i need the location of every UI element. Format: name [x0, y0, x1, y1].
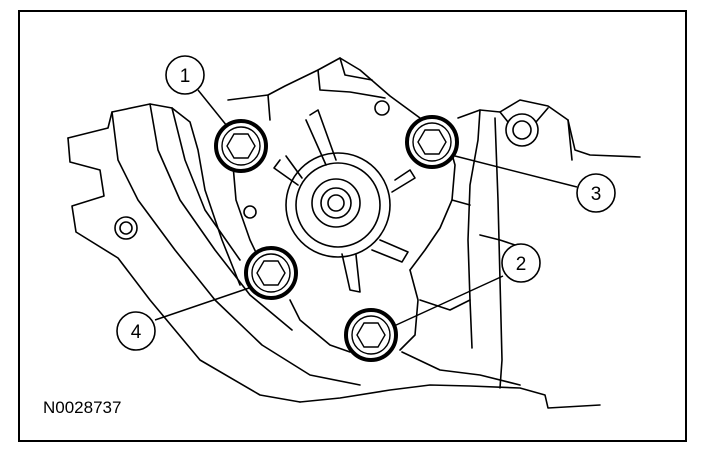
leader-lines — [154, 89, 578, 327]
callout-3: 3 — [576, 173, 616, 213]
callout-number-2: 2 — [516, 254, 527, 275]
figure-id-label: N0028737 — [43, 398, 121, 417]
impeller-hub — [243, 100, 416, 293]
bolt-1 — [214, 119, 268, 173]
bolt-3 — [405, 115, 459, 169]
callout-number-1: 1 — [180, 66, 191, 87]
leader-line-4 — [154, 287, 250, 321]
callout-2: 2 — [501, 243, 541, 283]
callout-number-4: 4 — [131, 322, 142, 343]
leader-line-2 — [393, 275, 504, 327]
leader-line-3 — [454, 155, 578, 188]
bolt-4 — [244, 246, 298, 300]
callout-4: 4 — [116, 311, 156, 351]
callout-number-3: 3 — [591, 184, 602, 205]
leader-line-1 — [197, 89, 228, 127]
callout-1: 1 — [165, 55, 205, 95]
figure-border — [18, 10, 687, 442]
bolt-2 — [344, 308, 398, 362]
